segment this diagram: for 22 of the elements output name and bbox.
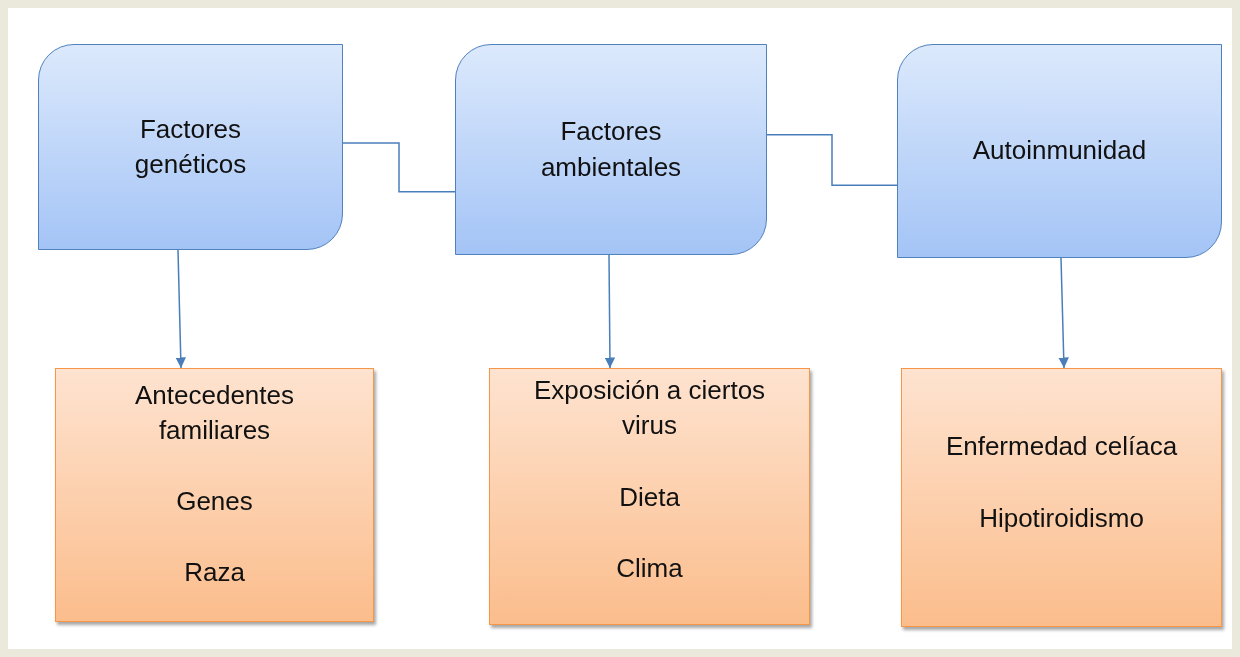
node-text: Enfermedad celíaca bbox=[945, 430, 1178, 464]
node-text: Exposición a ciertos virus bbox=[532, 374, 767, 443]
detail-box bbox=[55, 368, 374, 622]
process-box bbox=[897, 44, 1222, 258]
node-text: Hipotiroidismo bbox=[979, 501, 1144, 535]
detail-box bbox=[901, 368, 1222, 627]
node-text: Factores genéticos bbox=[133, 112, 248, 181]
arrow bbox=[604, 254, 616, 369]
arrow bbox=[1058, 257, 1069, 369]
arrow bbox=[175, 249, 186, 369]
node-text: Factores ambientales bbox=[539, 115, 683, 184]
node-text: Clima bbox=[616, 551, 683, 585]
connector-line bbox=[342, 142, 456, 193]
connector-line bbox=[766, 134, 898, 186]
node-text: Raza bbox=[184, 556, 245, 590]
detail-box bbox=[489, 368, 810, 625]
node-text: Autoinmunidad bbox=[972, 134, 1147, 168]
node-text: Dieta bbox=[619, 480, 680, 514]
process-box bbox=[38, 44, 343, 250]
node-text: Genes bbox=[176, 485, 253, 518]
process-box bbox=[455, 44, 767, 255]
node-text: Antecedentes familiares bbox=[134, 378, 295, 447]
